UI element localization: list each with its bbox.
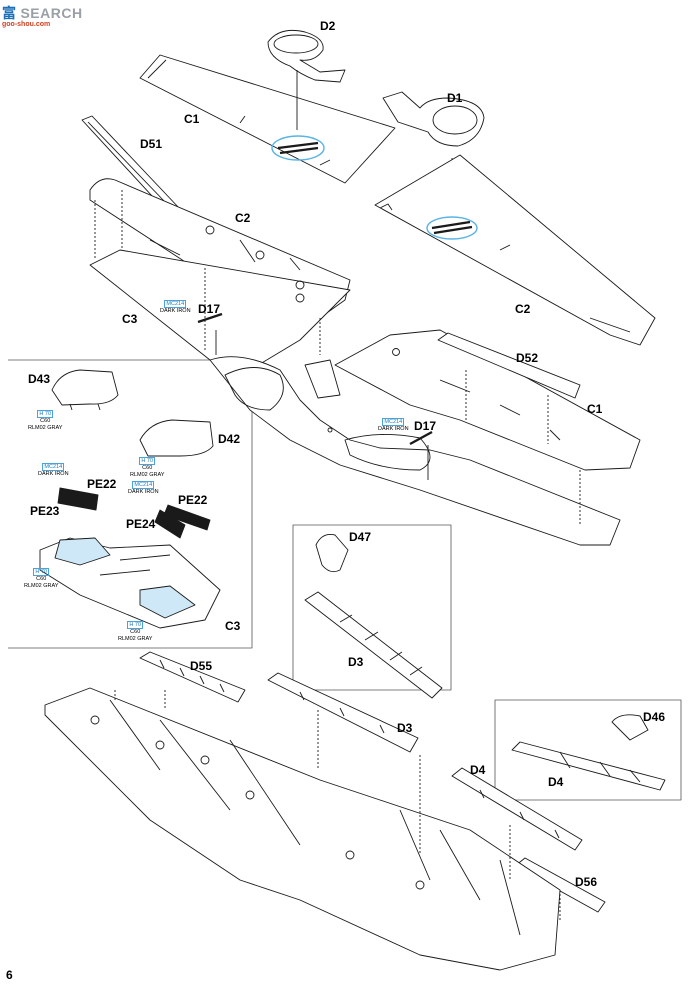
paint-sub: C60 bbox=[36, 576, 47, 583]
label-d3-inset: D3 bbox=[348, 655, 364, 669]
paint-note-h70-a: H 70 C60 RLM02 GRAY bbox=[28, 410, 62, 431]
paint-note-h70-b: H 70 C60 RLM02 GRAY bbox=[130, 457, 164, 478]
part-d3-inset bbox=[304, 591, 443, 699]
inset-frame-right bbox=[494, 699, 682, 801]
label-d43: D43 bbox=[28, 372, 51, 386]
paint-sub: C60 bbox=[40, 418, 51, 425]
label-d51: D51 bbox=[140, 137, 163, 151]
part-d55 bbox=[139, 651, 246, 703]
inset-wing-root bbox=[39, 537, 221, 629]
paint-name: DARK IRON bbox=[38, 471, 69, 478]
part-pe22-pe23 bbox=[57, 487, 211, 539]
paint-code: H 70 bbox=[139, 457, 156, 466]
paint-sub: C60 bbox=[142, 465, 153, 472]
paint-name: RLM02 GRAY bbox=[130, 471, 165, 478]
label-c3-top: C3 bbox=[122, 312, 138, 326]
label-d47: D47 bbox=[349, 530, 372, 544]
paint-note-mc214-c: MC214 DARK IRON bbox=[38, 463, 69, 478]
paint-note-h70-d: H 70 C60 RLM02 GRAY bbox=[118, 621, 152, 642]
part-d17-a bbox=[197, 312, 223, 355]
paint-code: MC214 bbox=[164, 300, 187, 309]
paint-code: MC214 bbox=[42, 463, 65, 472]
label-d4-main: D4 bbox=[470, 763, 486, 777]
paint-code: MC214 bbox=[382, 418, 405, 427]
paint-code: H 70 bbox=[127, 621, 144, 630]
label-pe24: PE24 bbox=[126, 517, 156, 531]
label-d46: D46 bbox=[643, 710, 666, 724]
part-d4-inset bbox=[511, 741, 666, 791]
paint-note-mc214-a: MC214 DARK IRON bbox=[160, 300, 191, 315]
watermark-site: goo-shou.com bbox=[2, 21, 51, 28]
watermark: 富 SEARCH goo-shou.com bbox=[2, 3, 83, 28]
paint-note-mc214-b: MC214 DARK IRON bbox=[378, 418, 409, 433]
paint-name: RLM02 GRAY bbox=[28, 424, 63, 431]
label-c2-top: C2 bbox=[235, 211, 251, 225]
part-d17-b bbox=[409, 430, 433, 480]
label-d1: D1 bbox=[447, 91, 463, 105]
label-pe22-a: PE22 bbox=[87, 477, 117, 491]
part-d4-main bbox=[451, 767, 583, 851]
wing-panel-c1 bbox=[139, 54, 396, 184]
paint-code: H 70 bbox=[33, 568, 50, 577]
part-d56 bbox=[514, 857, 606, 913]
label-d17-b: D17 bbox=[414, 419, 437, 433]
label-c3-inset: C3 bbox=[225, 619, 241, 633]
paint-code: MC214 bbox=[132, 481, 155, 490]
paint-note-mc214-d: MC214 DARK IRON bbox=[128, 481, 159, 496]
watermark-logo: 富 bbox=[2, 5, 16, 21]
paint-name: RLM02 GRAY bbox=[118, 635, 153, 642]
watermark-brand: SEARCH bbox=[20, 5, 83, 21]
label-c2-right: C2 bbox=[515, 302, 531, 316]
wing-panel-c2-right bbox=[374, 154, 656, 346]
label-d56: D56 bbox=[575, 875, 598, 889]
part-d2 bbox=[267, 29, 346, 130]
paint-name: DARK IRON bbox=[128, 489, 159, 496]
paint-name: RLM02 GRAY bbox=[24, 582, 59, 589]
label-c1-right: C1 bbox=[587, 402, 603, 416]
label-pe23: PE23 bbox=[30, 504, 60, 518]
label-d55: D55 bbox=[190, 659, 213, 673]
paint-name: DARK IRON bbox=[378, 426, 409, 433]
inset-frame-left bbox=[8, 359, 253, 649]
page-number: 6 bbox=[6, 968, 13, 982]
inset-frame-center bbox=[292, 524, 452, 691]
label-d52: D52 bbox=[516, 351, 539, 365]
paint-name: DARK IRON bbox=[160, 308, 191, 315]
part-d46 bbox=[611, 714, 649, 741]
paint-sub: C60 bbox=[130, 629, 141, 636]
label-d3-main: D3 bbox=[397, 721, 413, 735]
wing-left-assembly bbox=[89, 178, 351, 371]
wing-panel-c1-right bbox=[334, 329, 641, 471]
fuselage-center bbox=[209, 356, 621, 546]
part-d42 bbox=[139, 419, 214, 457]
part-d52 bbox=[437, 332, 581, 525]
lower-wing-assembly bbox=[44, 687, 561, 971]
part-d47 bbox=[315, 534, 349, 573]
part-d3-main bbox=[267, 672, 419, 753]
label-d4-inset: D4 bbox=[548, 775, 564, 789]
label-d42: D42 bbox=[218, 432, 241, 446]
part-d43 bbox=[51, 369, 119, 411]
label-d2: D2 bbox=[320, 19, 336, 33]
label-d17-a: D17 bbox=[198, 302, 221, 316]
paint-note-h70-c: H 70 C60 RLM02 GRAY bbox=[24, 568, 58, 589]
label-c1-top: C1 bbox=[184, 112, 200, 126]
paint-code: H 70 bbox=[37, 410, 54, 419]
label-pe22-b: PE22 bbox=[178, 493, 208, 507]
